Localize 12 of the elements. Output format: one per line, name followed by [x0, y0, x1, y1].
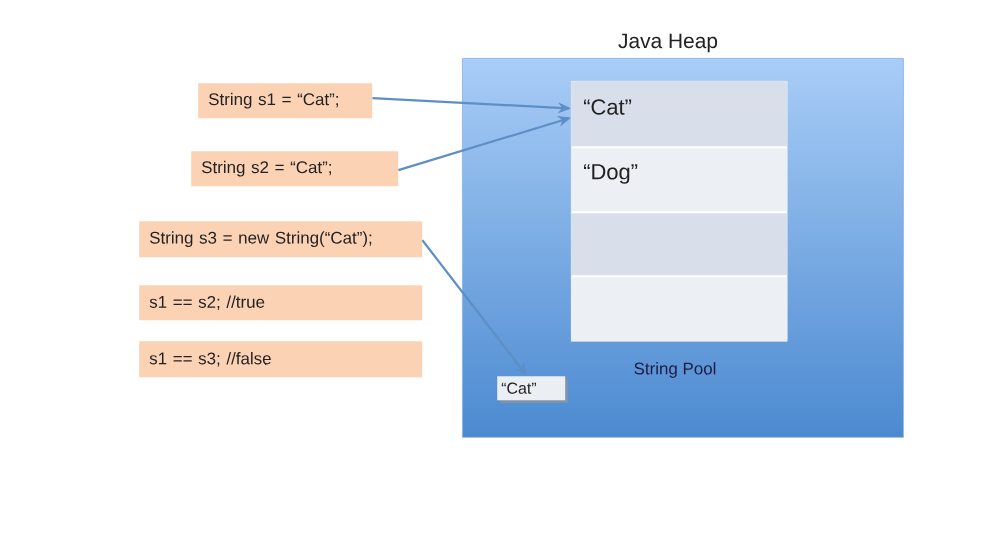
pool-label: String Pool — [634, 362, 716, 378]
table-cell: “Cat” — [571, 81, 788, 147]
code-box: s1 == s2; //true — [139, 285, 423, 321]
code-box: s1 == s3; //false — [139, 341, 423, 378]
table-cell — [571, 213, 788, 276]
code-box: String s2 = “Cat”; — [191, 151, 399, 187]
string-box: “Cat” — [497, 376, 568, 403]
table-cell — [571, 277, 788, 342]
code-box: String s1 = “Cat”; — [198, 83, 373, 119]
table-cell: “Dog” — [571, 148, 788, 212]
code-box: String s3 = new String(“Cat”); — [139, 221, 423, 258]
heading: Java Heap — [618, 33, 718, 53]
